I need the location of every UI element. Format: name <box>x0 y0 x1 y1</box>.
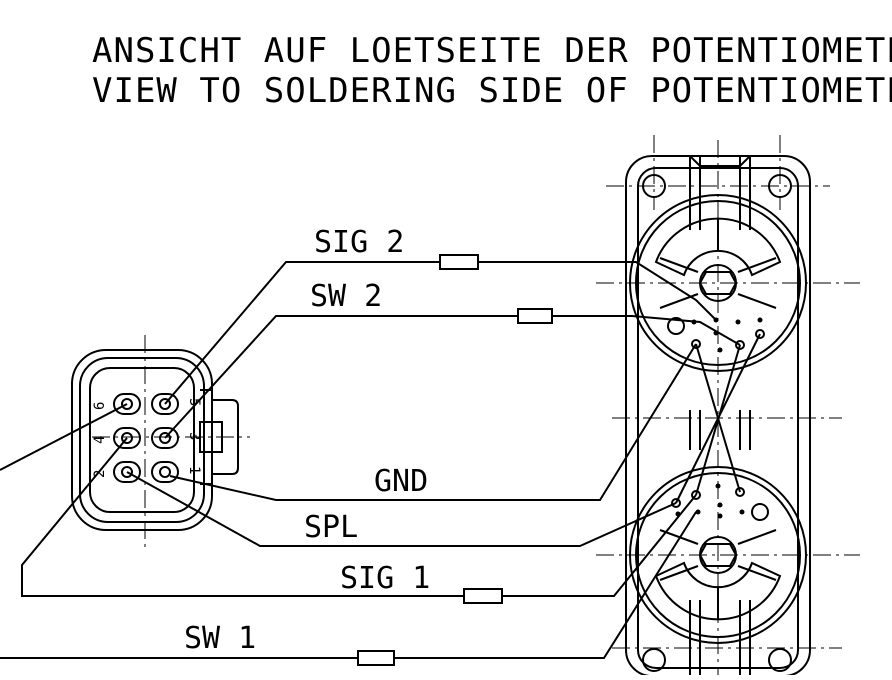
wire-label-sw2: SW 2 <box>310 279 382 314</box>
pin-label-5: 5 <box>186 398 202 406</box>
potentiometer-upper <box>629 194 807 372</box>
pin-label-1: 1 <box>186 466 202 474</box>
resistor-sw2 <box>517 308 553 324</box>
wire-label-sig2: SIG 2 <box>314 225 404 260</box>
wire-sw1 <box>0 403 128 471</box>
lower-pot-pins <box>675 483 745 519</box>
wire-sw2 <box>164 315 518 439</box>
resistors <box>357 254 553 666</box>
wire-spl <box>126 471 677 547</box>
resistor-sig2 <box>439 254 479 270</box>
wire-label-sw1: SW 1 <box>184 621 256 656</box>
pin-label-3: 3 <box>186 432 202 440</box>
pin-label-6: 6 <box>92 402 108 410</box>
wire-sig1 <box>21 437 464 597</box>
title-line-2: VIEW TO SOLDERING SIDE OF POTENTIOMETER <box>92 71 892 111</box>
resistor-sw1 <box>357 650 395 666</box>
connector-pins <box>113 393 179 483</box>
wire-gnd <box>169 343 697 501</box>
pin-label-4: 4 <box>92 436 108 444</box>
title-line-1: ANSICHT AUF LOETSEITE DER POTENTIOMETER <box>92 31 892 71</box>
resistor-sig1 <box>463 588 503 604</box>
wires <box>0 261 761 659</box>
wire-label-sig1: SIG 1 <box>340 561 430 596</box>
pin-label-2: 2 <box>92 470 108 478</box>
wire-label-gnd: GND <box>374 464 428 499</box>
wire-sig2 <box>164 261 440 405</box>
wire-label-spl: SPL <box>304 510 358 545</box>
